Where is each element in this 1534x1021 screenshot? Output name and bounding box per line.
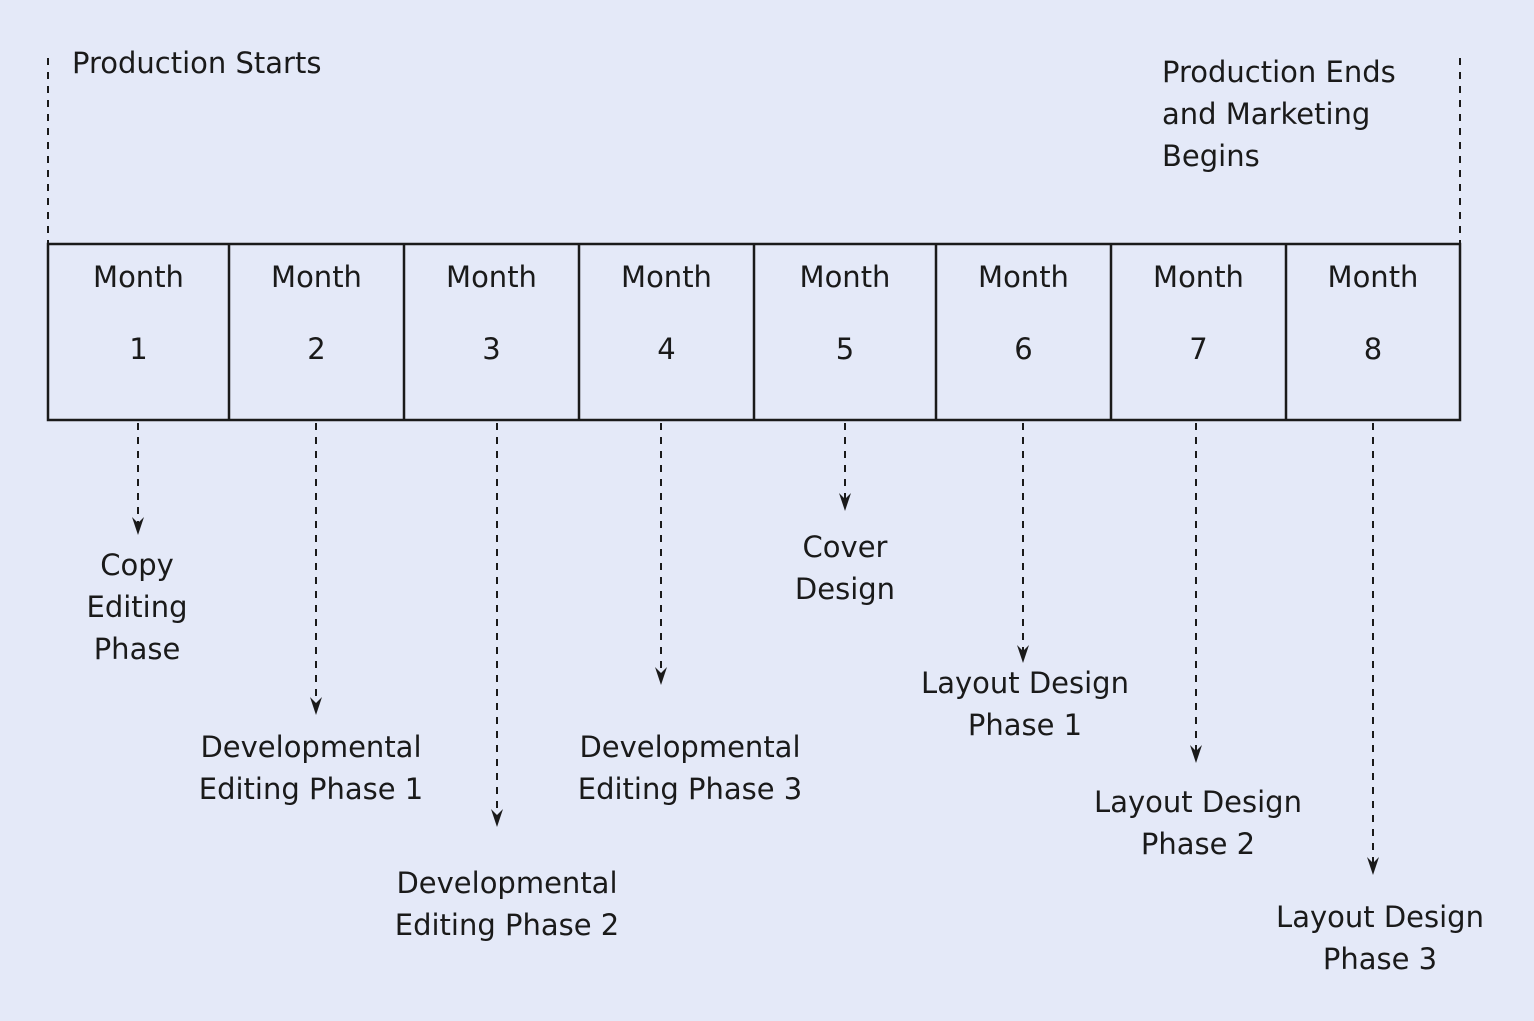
month-label: Month [1153,260,1244,294]
phase-label-line: Copy [100,548,174,582]
phase-label-line: Phase 2 [1140,827,1256,861]
month-number: 3 [482,332,501,366]
label-line: and Marketing [1162,97,1371,131]
phase-label-line: Layout Design [1094,785,1302,819]
phase-label-line: Layout Design [1276,900,1484,934]
month-label: Month [93,260,184,294]
phase-label-line: Editing Phase 2 [394,908,620,942]
phase-label-line: Design [794,572,896,606]
month-label: Month [446,260,537,294]
label-line: Production Ends [1162,55,1396,89]
phase-label-line: Cover [802,530,888,564]
month-label: Month [271,260,362,294]
month-number: 6 [1014,332,1033,366]
month-cell-7: Month 7 [1111,244,1286,420]
month-number: 5 [835,332,855,366]
month-number: 1 [129,332,148,366]
month-cell-5: Month 5 [754,244,936,420]
production-starts-label: Production Starts [72,42,321,84]
phase-label-line: Developmental [579,730,801,764]
label-line: Begins [1162,139,1260,173]
month-label: Month [799,260,891,294]
month-cell-8: Month 8 [1286,244,1460,420]
month-number: 7 [1189,332,1208,366]
phase-label-line: Developmental [396,866,618,900]
month-cell-4: Month 4 [579,244,754,420]
month-cell-6: Month 6 [936,244,1111,420]
month-cell-2: Month 2 [229,244,404,420]
phase-label-line: Layout Design [921,666,1129,700]
month-label: Month [1327,260,1419,294]
month-cell-1: Month 1 [48,244,229,420]
phase-label-line: Editing Phase 3 [577,772,803,806]
month-label: Month [978,260,1069,294]
phase-label-line: Editing [86,590,188,624]
month-number: 4 [657,332,676,366]
month-label: Month [621,260,712,294]
phase-label-line: Editing Phase 1 [198,772,424,806]
label-line: Production Starts [72,46,322,80]
phase-label-line: Phase [93,632,181,666]
month-number: 8 [1363,332,1383,366]
phase-label-line: Phase 3 [1322,942,1438,976]
month-number: 2 [307,332,326,366]
phase-label-line: Developmental [200,730,422,764]
phase-label-line: Phase 1 [967,708,1083,742]
month-cell-3: Month 3 [404,244,579,420]
